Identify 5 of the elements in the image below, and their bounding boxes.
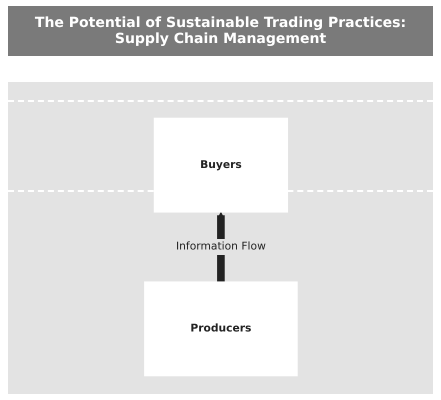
node-box: Producers [144,281,298,376]
title: The Potential of Sustainable Trading Practices: Supply Chain Management [8,6,433,56]
arrow [216,212,224,282]
node-box: Buyers [153,118,288,213]
edge-label: Information Flow [176,240,266,253]
